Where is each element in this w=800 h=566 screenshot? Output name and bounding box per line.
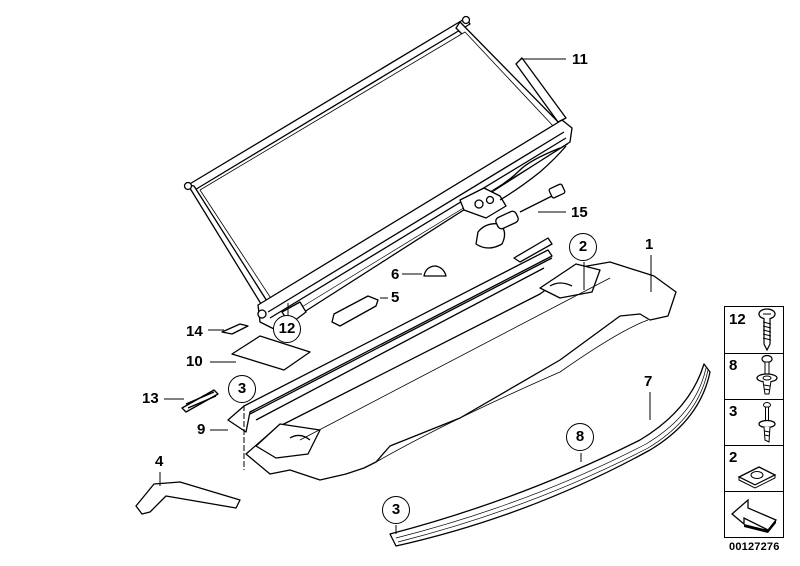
callout-7: 7 <box>644 373 653 390</box>
panel-part-10 <box>231 335 311 371</box>
blind-motor <box>475 183 566 249</box>
legend-item-number: 2 <box>729 449 738 466</box>
trim-rail-part-9 <box>227 237 553 433</box>
callout-circled-8: 8 <box>566 423 594 451</box>
expanding-rivet-icon <box>756 354 778 395</box>
callout-14: 14 <box>186 323 203 340</box>
document-number: 00127276 <box>729 541 780 553</box>
direction-arrow-icon <box>730 498 778 533</box>
clip-part-14 <box>221 323 249 335</box>
callout-circled-12: 12 <box>273 315 301 343</box>
legend-item-8: 8 <box>725 353 783 400</box>
sun-blind-frame <box>183 15 573 331</box>
callout-circled-3b: 3 <box>382 496 410 524</box>
callout-6: 6 <box>391 266 400 283</box>
callout-10: 10 <box>186 353 203 370</box>
legend-item-arrow <box>725 491 783 537</box>
callout-5: 5 <box>391 289 400 306</box>
legend-item-3: 3 <box>725 399 783 446</box>
callout-circled-2: 2 <box>569 233 597 261</box>
legend-item-number: 12 <box>729 311 746 328</box>
cover-part-5 <box>331 295 379 327</box>
callout-9: 9 <box>197 421 206 438</box>
callout-11: 11 <box>572 51 588 68</box>
screw-icon <box>758 308 776 352</box>
spring-part-13 <box>181 389 219 413</box>
callout-circled-3a: 3 <box>228 375 256 403</box>
cap-part-6 <box>423 265 447 277</box>
legend-item-2: 2 <box>725 445 783 492</box>
fastener-legend: 12 8 3 2 <box>724 306 784 538</box>
grille-part-7 <box>389 363 711 547</box>
parcel-shelf-part-1 <box>245 261 677 481</box>
callout-15: 15 <box>571 204 588 221</box>
legend-item-12: 12 <box>725 307 783 354</box>
rivet-small-icon <box>758 402 776 443</box>
bracket-part-4 <box>135 481 241 515</box>
callout-1: 1 <box>645 236 654 253</box>
spring-nut-icon <box>737 466 777 489</box>
legend-item-number: 3 <box>729 403 738 420</box>
legend-item-number: 8 <box>729 357 738 374</box>
callout-13: 13 <box>142 390 159 407</box>
callout-4: 4 <box>155 453 164 470</box>
